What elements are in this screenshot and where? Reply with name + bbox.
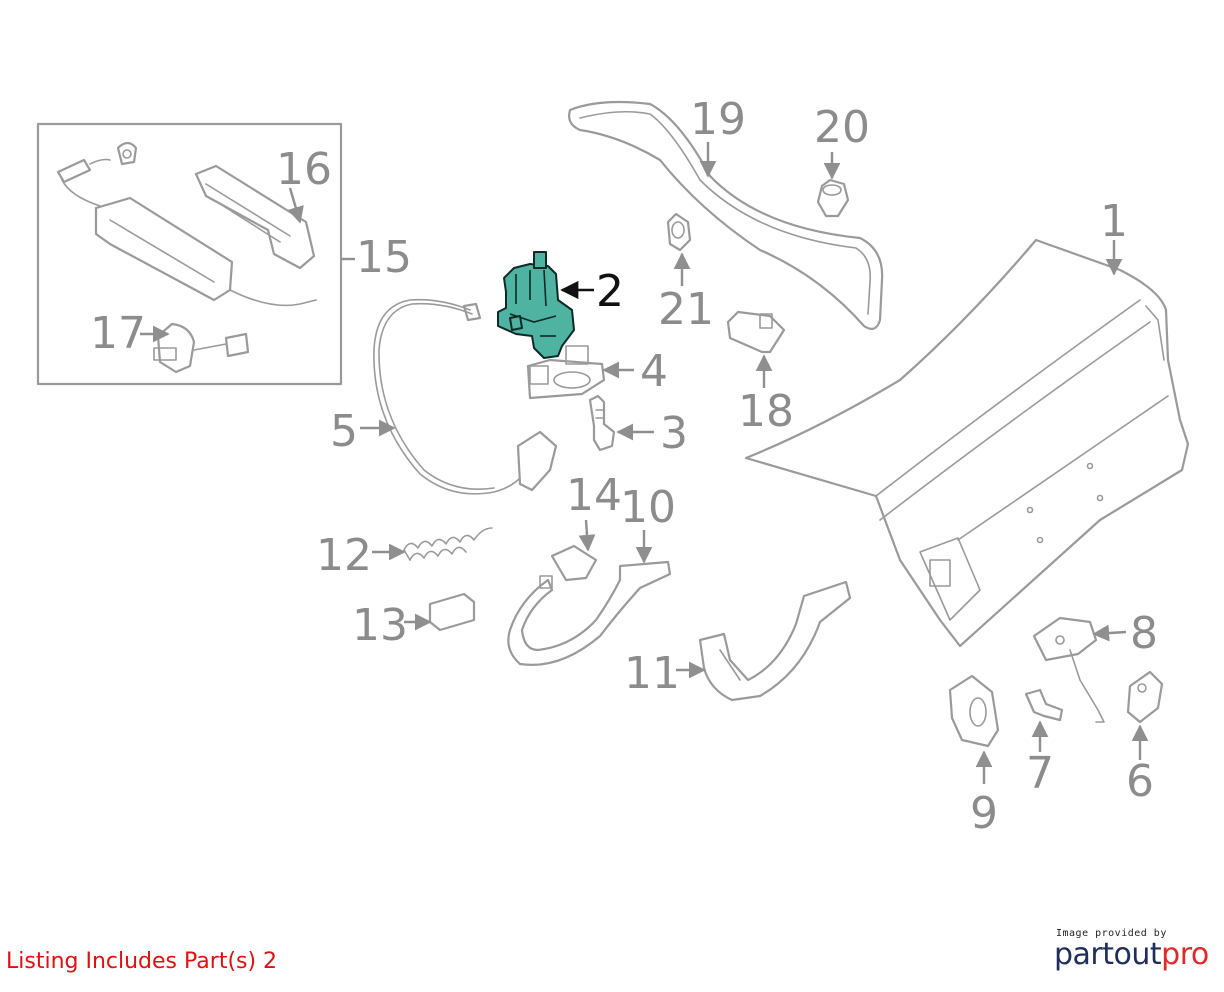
part-9-bumper — [948, 674, 1000, 784]
brand-logo: Image provided by partoutpro — [1054, 928, 1209, 972]
callout-14: 14 — [566, 470, 622, 521]
callout-20: 20 — [814, 102, 870, 153]
callout-3: 3 — [660, 408, 688, 459]
part-20-clip — [816, 152, 850, 218]
callout-16: 16 — [276, 144, 332, 195]
callout-2: 2 — [596, 266, 624, 317]
callout-7: 7 — [1026, 748, 1054, 799]
callout-6: 6 — [1126, 756, 1154, 807]
callout-9: 9 — [970, 788, 998, 839]
part-16-bracket — [194, 164, 316, 270]
part-18-lamp — [726, 310, 786, 388]
callout-4: 4 — [640, 346, 668, 397]
callout-15: 15 — [356, 232, 412, 283]
brand-wordmark-part2: pro — [1161, 937, 1209, 972]
brand-caption: Image provided by — [1056, 928, 1167, 939]
callout-13: 13 — [352, 600, 408, 651]
callout-11: 11 — [624, 648, 680, 699]
part-2-lock-cylinder — [497, 251, 594, 359]
part-12-spring — [372, 527, 493, 561]
callout-19: 19 — [690, 94, 746, 145]
part-11-hinge — [676, 580, 852, 702]
callout-5: 5 — [330, 406, 358, 457]
listing-note: Listing Includes Part(s) 2 — [6, 949, 278, 974]
part-3-bolt — [588, 394, 654, 452]
part-8-latch — [1032, 616, 1127, 723]
callout-1: 1 — [1100, 196, 1128, 247]
part-15-kit-box — [36, 122, 355, 386]
callout-18: 18 — [738, 386, 794, 437]
callout-8: 8 — [1130, 608, 1158, 659]
brand-wordmark: partoutpro — [1054, 937, 1209, 972]
part-17-switch — [140, 322, 250, 374]
part-10-hinge — [507, 530, 672, 666]
part-13-pad — [404, 592, 476, 632]
callout-10: 10 — [620, 482, 676, 533]
callout-12: 12 — [316, 530, 372, 581]
part-4-bezel — [526, 345, 634, 400]
part-21-grommet — [666, 212, 692, 286]
part-1-trunk-lid — [744, 238, 1190, 648]
part-19-seal — [568, 100, 884, 330]
brand-wordmark-part1: partout — [1054, 937, 1162, 972]
part-5-cable — [360, 298, 558, 495]
part-7-bolt — [1024, 688, 1064, 752]
part-6-bracket — [1126, 670, 1164, 760]
callout-21: 21 — [658, 284, 714, 335]
part-14-clip — [550, 519, 598, 582]
callout-17: 17 — [90, 308, 146, 359]
